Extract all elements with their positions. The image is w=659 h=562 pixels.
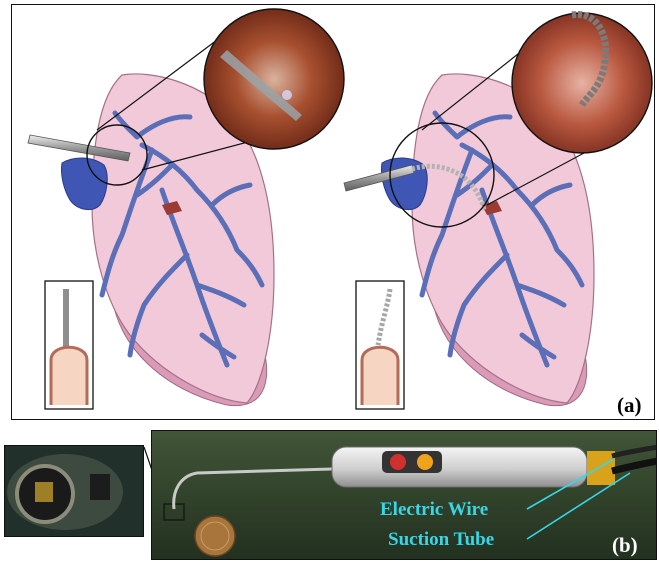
pulmonary-artery (381, 158, 427, 210)
surgical-photo-left (204, 9, 344, 149)
panel-a: (a) (11, 4, 655, 420)
vessel-tube-left (51, 347, 87, 405)
tip-closeup-inset (4, 445, 144, 537)
straight-tool-shaft (63, 289, 69, 349)
suction-tube-label: Suction Tube (388, 529, 494, 551)
panel-b: Electric Wire Suction Tube (b) (151, 430, 657, 560)
handle-end-cap (587, 451, 615, 485)
red-button (390, 454, 406, 470)
electric-wire-label: Electric Wire (380, 499, 488, 521)
left-lung (28, 9, 344, 409)
device-handle (332, 447, 587, 487)
vessel-tube-right (362, 347, 398, 405)
clip-highlight (282, 90, 292, 100)
tip-closeup-photo (5, 446, 144, 537)
panel-b-label: (b) (612, 533, 638, 558)
pulmonary-artery (61, 158, 107, 210)
right-lung (344, 13, 652, 409)
surgical-photo-right (512, 13, 652, 153)
orange-button (417, 454, 433, 470)
panel-a-label: (a) (617, 393, 642, 418)
panel-a-illustration (12, 5, 656, 421)
